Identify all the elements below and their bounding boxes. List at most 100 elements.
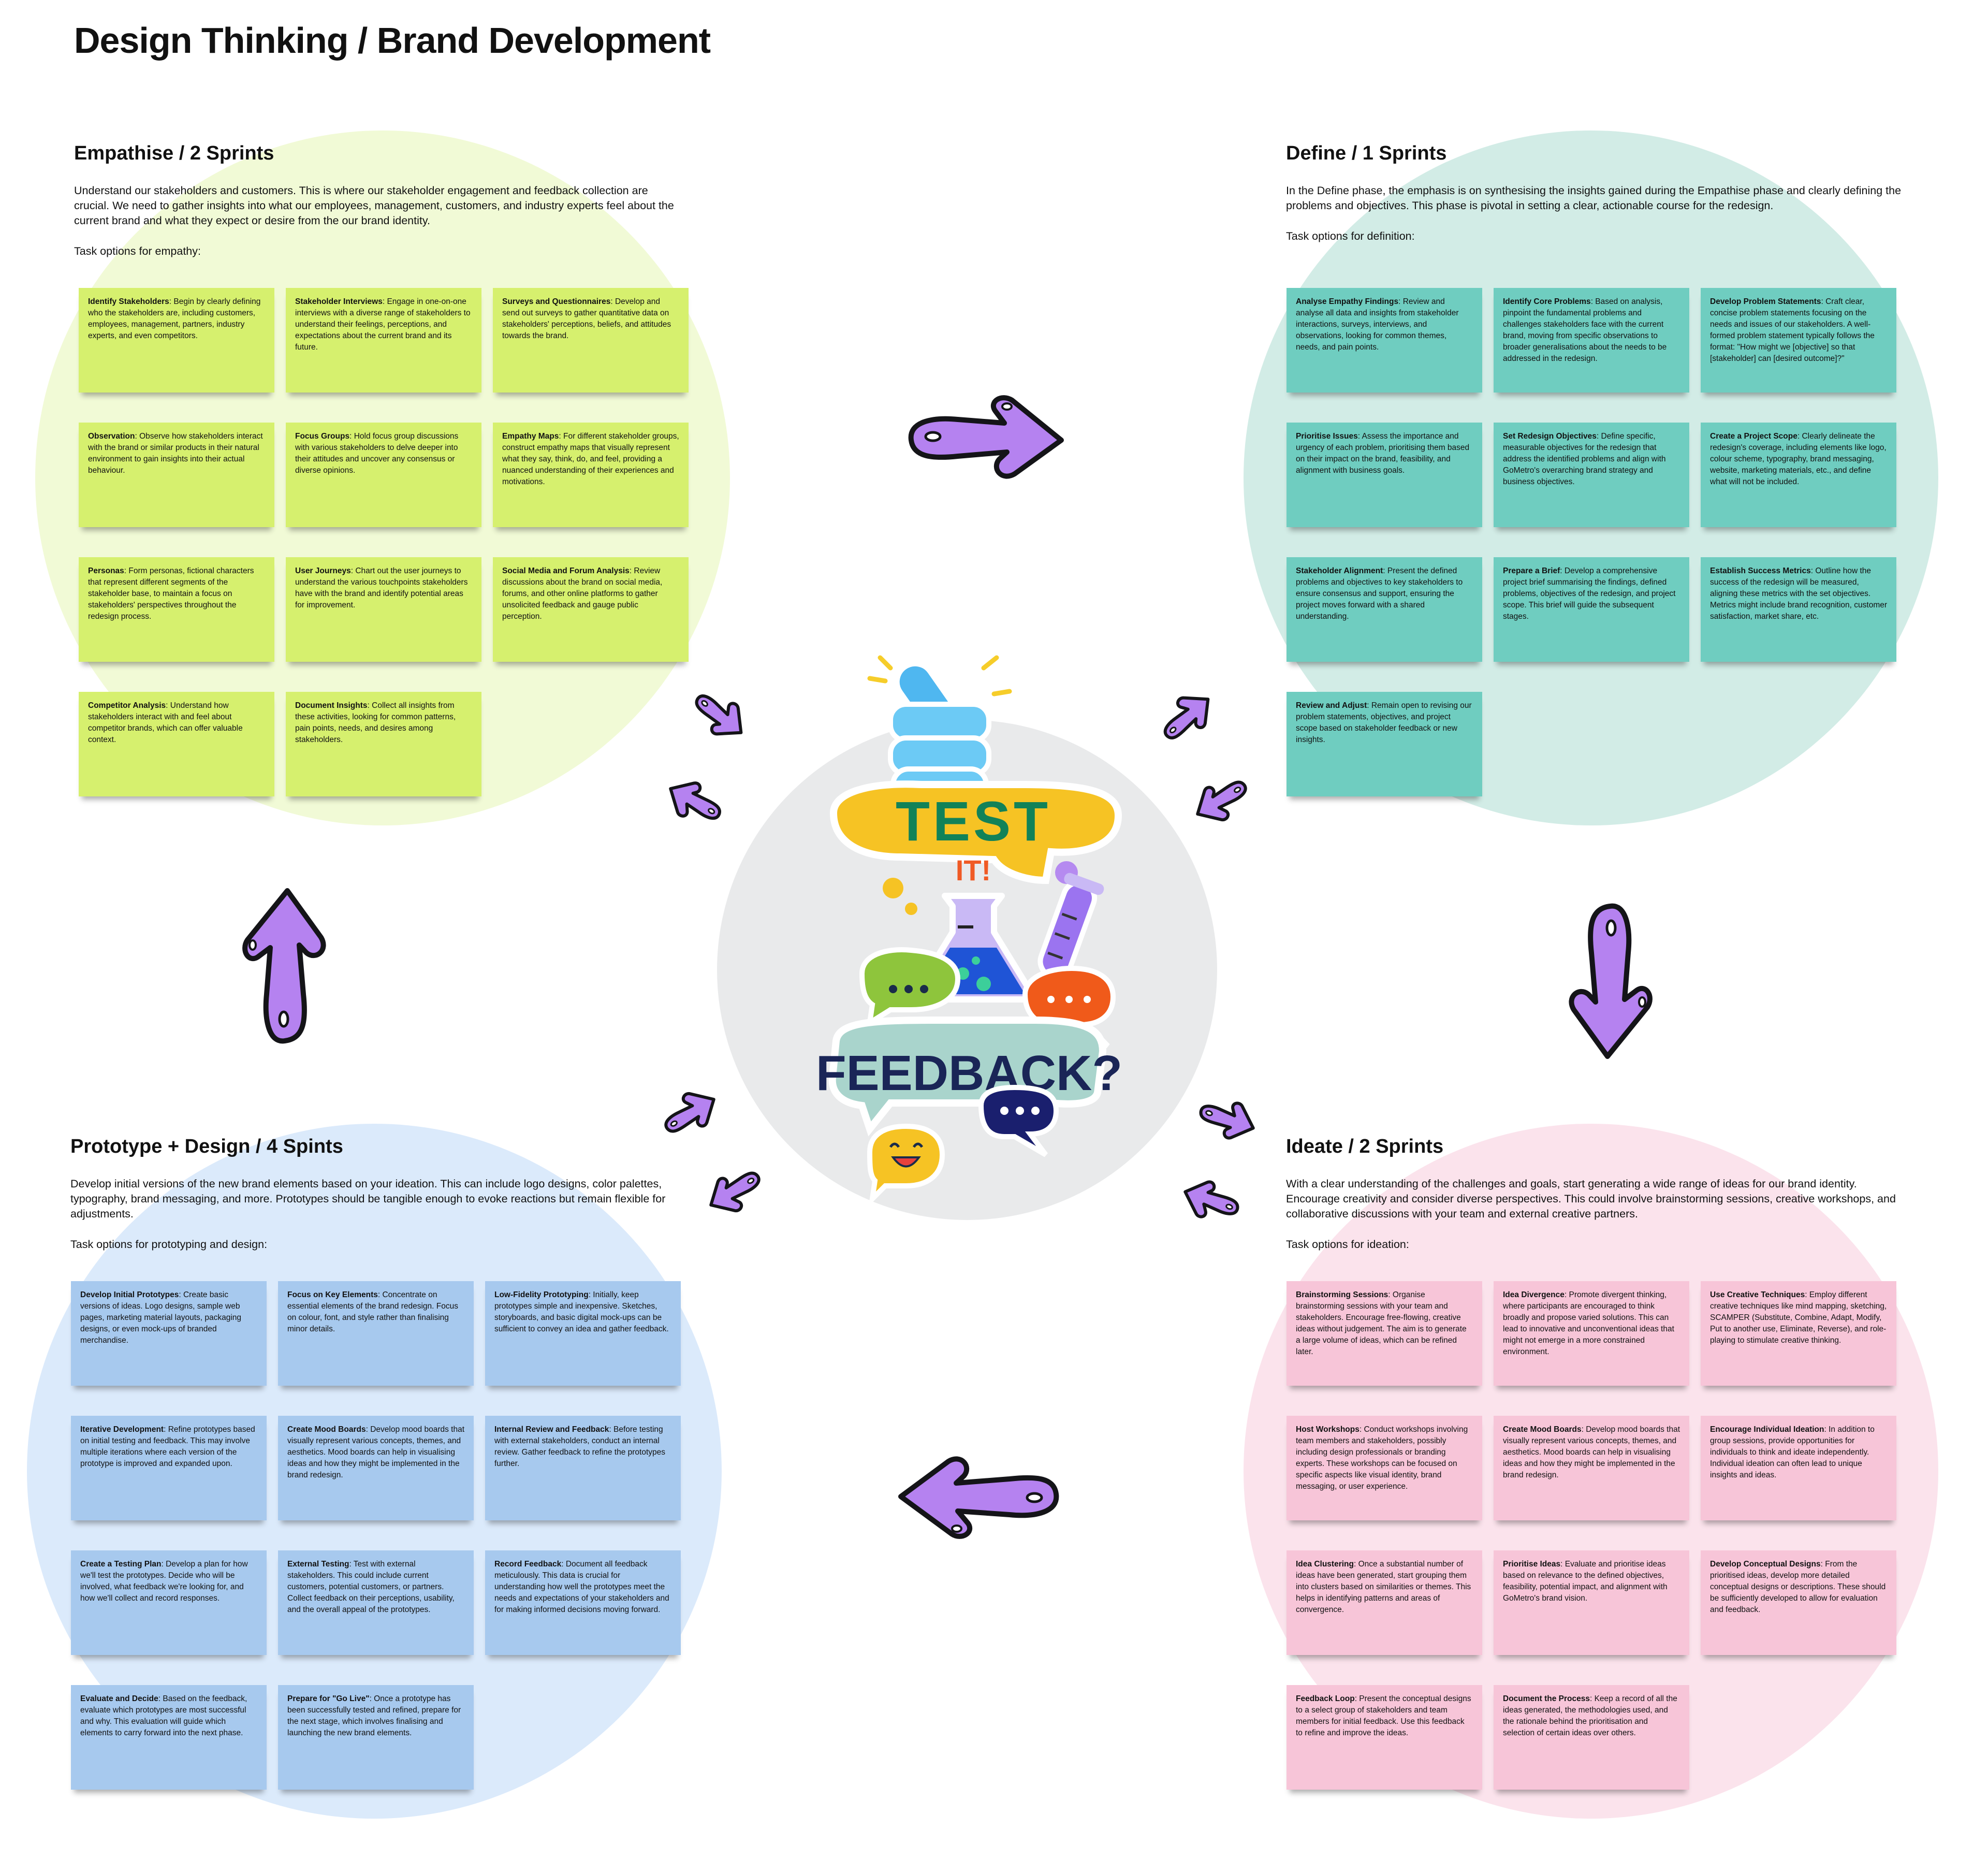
empathise-sticky-note[interactable]: Social Media and Forum Analysis: Review … xyxy=(493,557,689,662)
ideate-sticky-note[interactable]: Idea Clustering: Once a substantial numb… xyxy=(1287,1550,1482,1655)
note-heading: Prioritise Issues xyxy=(1296,432,1358,441)
prototype-section: Prototype + Design / 4 Spints Develop in… xyxy=(70,1134,692,1252)
define-sticky-note[interactable]: Review and Adjust: Remain open to revisi… xyxy=(1287,692,1482,796)
prototype-title: Prototype + Design / 4 Spints xyxy=(70,1136,343,1157)
empathise-sticky-note[interactable]: Competitor Analysis: Understand how stak… xyxy=(79,692,274,796)
note-heading: Stakeholder Alignment xyxy=(1296,567,1383,575)
small-arrow-ideate-out-icon xyxy=(1183,1180,1239,1218)
note-heading: Create a Project Scope xyxy=(1710,432,1797,441)
note-heading: Develop Problem Statements xyxy=(1710,297,1821,306)
define-sticky-note[interactable]: Set Redesign Objectives: Define specific… xyxy=(1494,423,1689,527)
note-heading: Develop Conceptual Designs xyxy=(1710,1560,1821,1569)
ideate-sticky-note[interactable]: Prioritise Ideas: Evaluate and prioritis… xyxy=(1494,1550,1689,1655)
note-text: : Remain open to revising our problem st… xyxy=(1296,701,1472,744)
note-text: : Review discussions about the brand on … xyxy=(502,567,663,621)
prototype-sticky-note[interactable]: Create Mood Boards: Develop mood boards … xyxy=(278,1416,474,1520)
note-heading: Personas xyxy=(88,567,124,575)
define-sticky-note[interactable]: Prioritise Issues: Assess the importance… xyxy=(1287,423,1482,527)
note-text: : Form personas, fictional characters th… xyxy=(88,567,254,621)
arrow-prototype-to-empathise-icon xyxy=(242,888,326,1044)
empathise-sticky-note[interactable]: Focus Groups: Hold focus group discussio… xyxy=(286,423,481,527)
prototype-sticky-note[interactable]: Focus on Key Elements: Concentrate on es… xyxy=(278,1281,474,1386)
prototype-sticky-note[interactable]: Prepare for "Go Live": Once a prototype … xyxy=(278,1685,474,1790)
ideate-sticky-note[interactable]: Encourage Individual Ideation: In additi… xyxy=(1701,1416,1896,1520)
note-heading: Internal Review and Feedback xyxy=(494,1425,609,1434)
ideate-sticky-note[interactable]: Brainstorming Sessions: Organise brainst… xyxy=(1287,1281,1482,1386)
empathise-sticky-note[interactable]: Observation: Observe how stakeholders in… xyxy=(79,423,274,527)
note-heading: Iterative Development xyxy=(80,1425,164,1434)
prototype-sticky-note[interactable]: Low-Fidelity Prototyping: Initially, kee… xyxy=(485,1281,681,1386)
note-text: : Define specific, measurable objectives… xyxy=(1503,432,1666,486)
note-heading: Document Insights xyxy=(295,701,368,710)
empathise-sticky-note[interactable]: Document Insights: Collect all insights … xyxy=(286,692,481,796)
note-text: : Conduct workshops involving team membe… xyxy=(1296,1425,1468,1491)
prototype-sticky-note[interactable]: Evaluate and Decide: Based on the feedba… xyxy=(71,1685,267,1790)
ideate-sticky-note[interactable]: Use Creative Techniques: Employ differen… xyxy=(1701,1281,1896,1386)
test-it-feedback-sticker: TEST IT! FEEDBACK? xyxy=(816,655,1122,1207)
note-heading: Host Workshops xyxy=(1296,1425,1360,1434)
note-text: : Promote divergent thinking, where part… xyxy=(1503,1290,1674,1356)
define-sticky-note[interactable]: Identify Core Problems: Based on analysi… xyxy=(1494,288,1689,393)
define-sticky-note[interactable]: Develop Problem Statements: Craft clear,… xyxy=(1701,288,1896,393)
prototype-sticky-note[interactable]: Iterative Development: Refine prototypes… xyxy=(71,1416,267,1520)
ideate-sticky-note[interactable]: Document the Process: Keep a record of a… xyxy=(1494,1685,1689,1790)
empathise-sticky-note[interactable]: Identify Stakeholders: Begin by clearly … xyxy=(79,288,274,393)
note-text: : From the prioritised ideas, develop mo… xyxy=(1710,1560,1886,1614)
test-text: TEST xyxy=(896,790,1051,852)
prototype-sticky-note[interactable]: External Testing: Test with external sta… xyxy=(278,1550,474,1655)
define-sticky-note[interactable]: Stakeholder Alignment: Present the defin… xyxy=(1287,557,1482,662)
note-text: : Present the defined problems and objec… xyxy=(1296,567,1463,621)
prototype-sticky-note[interactable]: Create a Testing Plan: Develop a plan fo… xyxy=(71,1550,267,1655)
board-title: Design Thinking / Brand Development xyxy=(74,20,711,61)
empathise-sticky-note[interactable]: Stakeholder Interviews: Engage in one-on… xyxy=(286,288,481,393)
small-arrow-empathise-out-icon xyxy=(669,781,721,820)
empathise-sticky-note[interactable]: Surveys and Questionnaires: Develop and … xyxy=(493,288,689,393)
note-text: : Clearly delineate the redesign's cover… xyxy=(1710,432,1887,486)
prototype-task-label: Task options for prototyping and design: xyxy=(70,1238,268,1251)
note-heading: User Journeys xyxy=(295,567,351,575)
prototype-sticky-note[interactable]: Record Feedback: Document all feedback m… xyxy=(485,1550,681,1655)
note-text: : Develop mood boards that visually repr… xyxy=(287,1425,465,1479)
note-text: : Present the conceptual designs to a se… xyxy=(1296,1694,1471,1737)
note-text: : Review and analyse all data and insigh… xyxy=(1296,297,1459,352)
prototype-sticky-note[interactable]: Internal Review and Feedback: Before tes… xyxy=(485,1416,681,1520)
note-heading: Create Mood Boards xyxy=(1503,1425,1582,1434)
ideate-sticky-note[interactable]: Idea Divergence: Promote divergent think… xyxy=(1494,1281,1689,1386)
empathise-sticky-note[interactable]: Empathy Maps: For different stakeholder … xyxy=(493,423,689,527)
note-text: : In addition to group sessions, provide… xyxy=(1710,1425,1875,1479)
note-text: : Employ different creative techniques l… xyxy=(1710,1290,1887,1345)
note-heading: External Testing xyxy=(287,1560,349,1569)
note-heading: Idea Clustering xyxy=(1296,1560,1354,1569)
note-heading: Develop Initial Prototypes xyxy=(80,1290,179,1299)
define-section: Define / 1 Sprints In the Define phase, … xyxy=(1286,141,1907,244)
empathise-sticky-note[interactable]: Personas: Form personas, fictional chara… xyxy=(79,557,274,662)
prototype-description: Develop initial versions of the new bran… xyxy=(70,1178,666,1220)
note-heading: Prioritise Ideas xyxy=(1503,1560,1561,1569)
define-sticky-note[interactable]: Prepare a Brief: Develop a comprehensive… xyxy=(1494,557,1689,662)
ideate-sticky-note[interactable]: Feedback Loop: Present the conceptual de… xyxy=(1287,1685,1482,1790)
arrow-ideate-to-prototype-icon xyxy=(898,1456,1059,1539)
note-text: : Refine prototypes based on initial tes… xyxy=(80,1425,255,1468)
note-text: : Observe how stakeholders interact with… xyxy=(88,432,263,475)
note-heading: Create a Testing Plan xyxy=(80,1560,162,1569)
ideate-description: With a clear understanding of the challe… xyxy=(1286,1178,1896,1220)
ideate-section: Ideate / 2 Sprints With a clear understa… xyxy=(1286,1134,1907,1252)
note-heading: Use Creative Techniques xyxy=(1710,1290,1805,1299)
note-heading: Prepare a Brief xyxy=(1503,567,1560,575)
note-text: : Develop and send out surveys to gather… xyxy=(502,297,671,340)
note-text: : Craft clear, concise problem statement… xyxy=(1710,297,1875,363)
empathise-description: Understand our stakeholders and customer… xyxy=(74,184,674,227)
ideate-sticky-note[interactable]: Host Workshops: Conduct workshops involv… xyxy=(1287,1416,1482,1520)
define-sticky-note[interactable]: Analyse Empathy Findings: Review and ana… xyxy=(1287,288,1482,393)
ideate-sticky-note[interactable]: Develop Conceptual Designs: From the pri… xyxy=(1701,1550,1896,1655)
note-text: : Begin by clearly defining who the stak… xyxy=(88,297,261,340)
define-sticky-note[interactable]: Establish Success Metrics: Outline how t… xyxy=(1701,557,1896,662)
empathise-sticky-note[interactable]: User Journeys: Chart out the user journe… xyxy=(286,557,481,662)
empathise-section: Empathise / 2 Sprints Understand our sta… xyxy=(74,141,685,259)
small-arrow-define-out-icon xyxy=(1163,696,1210,739)
define-sticky-note[interactable]: Create a Project Scope: Clearly delineat… xyxy=(1701,423,1896,527)
ideate-sticky-note[interactable]: Create Mood Boards: Develop mood boards … xyxy=(1494,1416,1689,1520)
define-description: In the Define phase, the emphasis is on … xyxy=(1286,184,1902,212)
note-text: : Develop a comprehensive project brief … xyxy=(1503,567,1676,621)
prototype-sticky-note[interactable]: Develop Initial Prototypes: Create basic… xyxy=(71,1281,267,1386)
